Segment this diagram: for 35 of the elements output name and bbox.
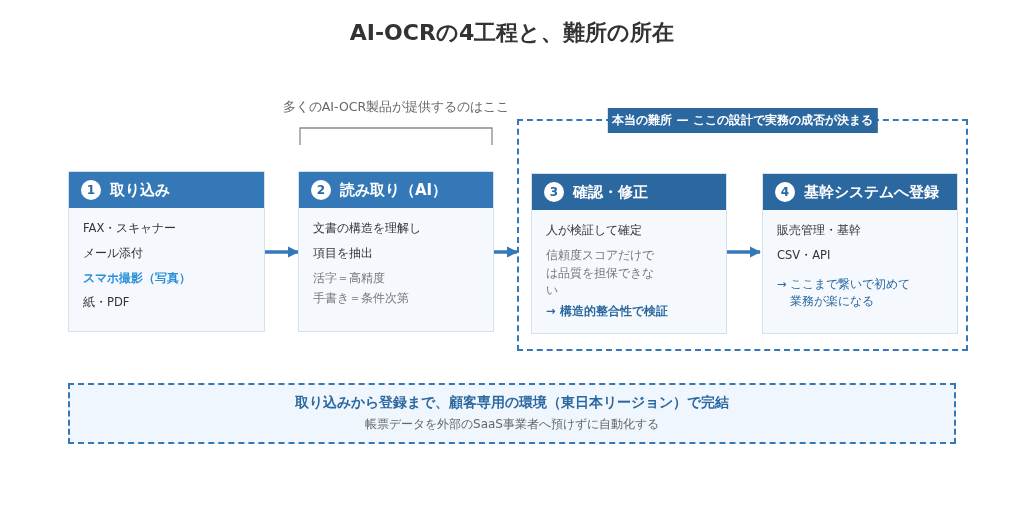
step-text: 販売管理・基幹 (777, 222, 862, 239)
diagram-title: AI-OCRの4工程と、難所の所在 (348, 19, 676, 47)
step-text: 項目を抽出 (313, 244, 374, 262)
step-text: メール添付 (83, 244, 144, 262)
note-text: 帳票データを外部のSaaS事業者へ預けずに自動化する (365, 416, 659, 433)
step-card (531, 173, 727, 334)
step-text: 活字＝高精度 (313, 269, 386, 287)
step-title: 確認・修正 (573, 182, 648, 202)
step-card (68, 171, 265, 332)
dashed-note-box (68, 383, 956, 444)
step-number: 4 (775, 182, 795, 202)
step-title: 基幹システムへ登録 (804, 182, 939, 202)
step-text: 人が検証して確定 (546, 222, 643, 239)
step-card (298, 171, 494, 332)
step-text: → 構造的整合性で検証 (546, 303, 669, 321)
region-label: 本当の難所 — ここの設計で実務の成否が決まる (607, 108, 878, 133)
note-heading: 取り込みから登録まで、顧客専用の環境（東日本リージョン）で完結 (295, 394, 729, 412)
arrow (725, 246, 762, 258)
step-number: 1 (81, 180, 101, 200)
step-text: 紙・PDF (83, 294, 131, 312)
arrow (265, 246, 300, 258)
step-text: CSV・API (777, 246, 832, 264)
step-title: 読み取り（AI） (340, 180, 448, 200)
step-title: 取り込み (110, 180, 170, 200)
step-text: スマホ撮影（写真） (83, 269, 192, 287)
step-text: 手書き＝条件次第 (313, 290, 410, 308)
bracket-caption: 多くのAI-OCR製品が提供するのはここ (282, 99, 510, 116)
step-text: → ここまで繋いで初めて業務が楽になる (777, 275, 912, 311)
arrow (494, 246, 519, 258)
step-text: 文書の構造を理解し (313, 220, 422, 237)
step-number: 3 (544, 182, 564, 202)
step-number: 2 (311, 180, 331, 200)
step-text: FAX・スキャナー (83, 220, 178, 237)
step-card (762, 173, 958, 334)
step-text: 信頼度スコアだけでは品質を担保できない (546, 246, 655, 300)
